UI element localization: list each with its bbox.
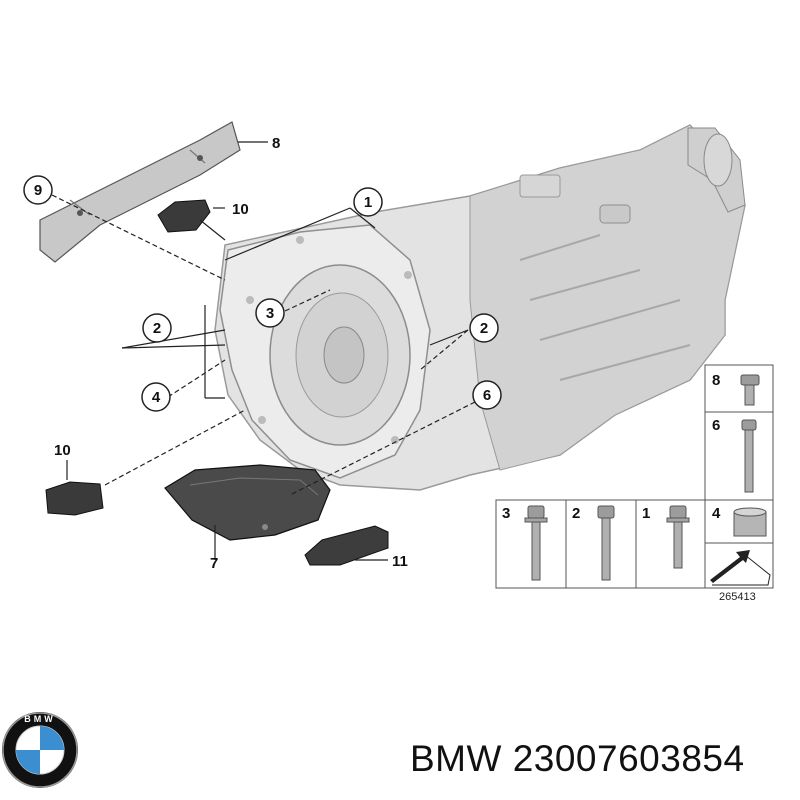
table-label-4: 4 — [712, 505, 721, 522]
table-label-3: 3 — [502, 505, 510, 522]
svg-text:7: 7 — [210, 555, 218, 572]
svg-text:4: 4 — [152, 389, 161, 406]
svg-text:BMW: BMW — [24, 714, 56, 724]
svg-text:8: 8 — [272, 135, 280, 152]
callout-4: 4 — [141, 382, 171, 412]
grommet-part — [304, 525, 389, 566]
sleeve-icon — [733, 507, 767, 537]
parts-table: 8 6 3 2 1 4 — [495, 364, 774, 603]
callout-3: 3 — [255, 298, 285, 328]
leader-lines — [51, 141, 476, 561]
callout-1: 1 — [353, 187, 383, 217]
table-label-8: 8 — [712, 372, 720, 389]
svg-text:10: 10 — [54, 442, 71, 459]
callout-6: 6 — [472, 380, 502, 410]
cover-plate-part — [164, 464, 331, 541]
callout-7: 8 — [272, 135, 280, 152]
svg-text:3: 3 — [266, 305, 274, 322]
svg-text:2: 2 — [480, 320, 488, 337]
flange-bolt-long-icon — [524, 505, 548, 581]
svg-text:1: 1 — [364, 194, 372, 211]
reference-number: 265413 — [719, 591, 756, 603]
short-bolt-icon — [740, 374, 760, 406]
callout-11: 11 — [392, 553, 408, 570]
flange-bolt-icon — [666, 505, 690, 569]
callout-5: 7 — [210, 555, 218, 572]
table-label-6: 6 — [712, 417, 720, 434]
svg-text:9: 9 — [34, 182, 42, 199]
table-label-2: 2 — [572, 505, 580, 522]
transmission-housing — [214, 124, 746, 491]
direction-arrow-icon — [710, 550, 771, 586]
rubber-mount-part — [157, 199, 211, 233]
bolt-long-icon — [597, 505, 615, 581]
callout-2-left: 2 — [142, 313, 172, 343]
part-number-caption: BMW 23007603854 — [410, 738, 745, 779]
bmw-logo: BMW — [2, 712, 78, 788]
plug-part — [45, 481, 104, 516]
svg-text:2: 2 — [153, 320, 161, 337]
callout-9: 10 — [232, 201, 249, 218]
heat-shield-bracket — [39, 121, 241, 263]
long-bolt-icon — [741, 419, 757, 493]
table-label-1: 1 — [642, 505, 650, 522]
callout-2-right: 2 — [469, 313, 499, 343]
callout-8: 9 — [23, 175, 53, 205]
callout-10: 10 10 — [54, 442, 71, 459]
svg-text:10: 10 — [232, 201, 249, 218]
svg-text:6: 6 — [483, 387, 491, 404]
svg-text:11: 11 — [392, 553, 408, 570]
